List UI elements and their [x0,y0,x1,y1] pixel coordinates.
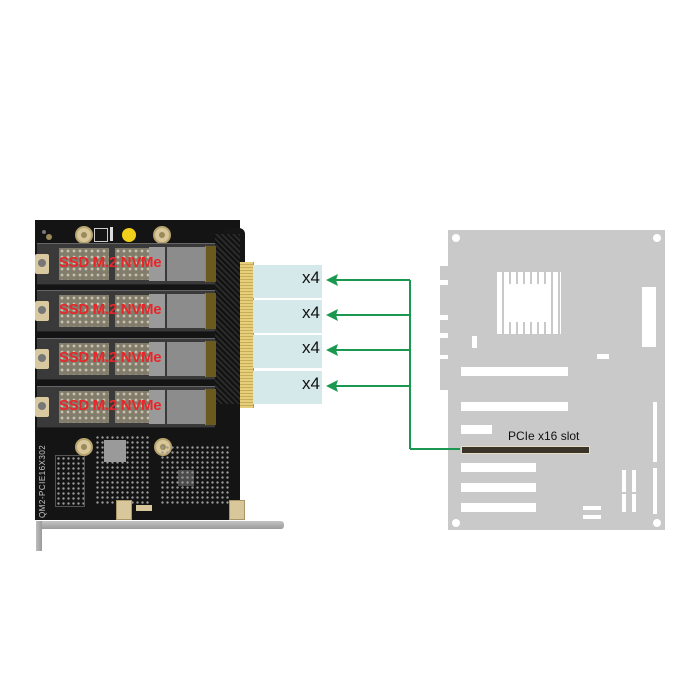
cpu-socket [497,272,561,334]
ram-slot-area [642,287,656,347]
mb-component [472,336,477,348]
mount-hole-icon [452,234,460,242]
io-notch [440,355,448,359]
mount-hole-icon [452,519,460,527]
slot-label: SSD M.2 NVMe [59,254,162,271]
lane-box-2: x4 [253,300,322,333]
silkscreen-bar [110,227,113,241]
mount-screw-icon [75,226,93,244]
lane-box-4: x4 [253,371,322,404]
slot-label: SSD M.2 NVMe [59,397,162,414]
ssd-chip [59,343,109,375]
pcie-x16-slot [461,446,590,454]
m2-standoff-icon [35,397,49,417]
recycle-mark-icon [94,228,108,242]
lane-box-1: x4 [253,265,322,298]
m2-slot-1: SSD M.2 NVMe [35,243,216,285]
ssd-controller [167,294,205,328]
pci-slot [461,402,568,411]
mount-screw-icon [75,438,93,456]
led-indicator-icon [122,228,136,242]
mount-screw-icon [153,226,171,244]
slot-label: SSD M.2 NVMe [59,301,162,318]
pcie-gold-fingers [240,262,254,408]
lane-label: x4 [302,268,320,287]
m2-standoff-icon [35,254,49,274]
header-pin [632,470,636,492]
lane-label: x4 [302,338,320,357]
slot-label: SSD M.2 NVMe [59,349,162,366]
ssd-chip [59,391,109,423]
m2-connector [205,341,216,377]
lane-label: x4 [302,303,320,322]
ssd-chip [59,248,109,280]
pci-slot [461,367,568,376]
pcb-via [42,230,52,240]
ssd-controller [149,390,165,424]
sata-connector [653,468,657,514]
ssd-controller [149,247,165,281]
m2-standoff-icon [35,349,49,369]
pci-slot [461,503,536,512]
lane-label: x4 [302,374,320,393]
ssd-controller [167,247,205,281]
bracket-screw-tab [116,500,132,520]
io-notch [440,315,448,320]
ssd-controller [149,294,165,328]
pci-bracket [36,521,284,529]
m2-connector [205,246,216,282]
ssd-controller [167,390,205,424]
bracket-screw-tab [229,500,245,520]
m2-slot-3: SSD M.2 NVMe [35,338,216,380]
m2-connector [205,389,216,425]
ssd-controller [167,342,205,376]
m2-slot-2: SSD M.2 NVMe [35,290,216,332]
lane-box-3: x4 [253,335,322,368]
mount-hole-icon [653,519,661,527]
io-notch [440,333,448,338]
io-notch [440,280,448,285]
cpu-socket-center [509,284,549,322]
pci-slot-short [461,425,492,434]
mount-hole-icon [653,234,661,242]
component-array [160,445,230,505]
m2-slot-4: SSD M.2 NVMe [35,386,216,428]
m2-connector [205,293,216,329]
io-notch [440,250,448,266]
m2-standoff-icon [35,301,49,321]
header-pin [583,515,601,519]
header-pin [632,494,636,512]
header-pin [622,470,626,492]
sata-connector [653,402,657,462]
pcb-traces [215,234,240,404]
header-pin [583,506,601,510]
motherboard-io-edge [440,250,450,390]
header-pin [622,494,626,512]
pcb-marking: QM2-PCIE16X302 [38,444,47,518]
component-array [95,435,150,505]
ssd-chip [59,295,109,327]
jumper-block [55,455,85,507]
pci-slot [461,463,536,472]
ssd-controller [149,342,165,376]
pci-slot [461,483,536,492]
pci-bracket-leg [36,521,42,551]
fan-header [136,505,152,511]
pcie-x16-slot-label: PCIe x16 slot [508,429,580,443]
mb-component [597,354,609,359]
